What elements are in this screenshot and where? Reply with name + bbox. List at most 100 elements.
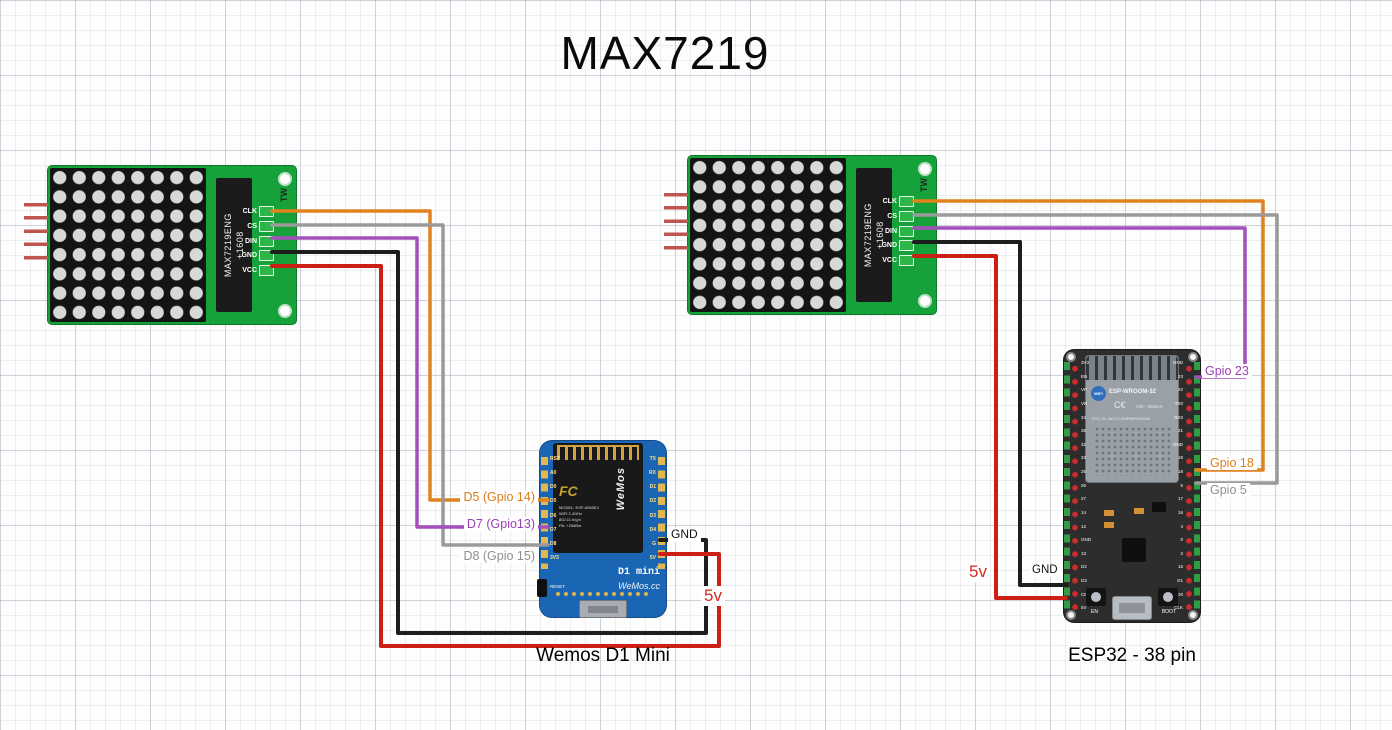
pin-label: 35 <box>1081 428 1087 434</box>
pin-label: VN <box>1081 400 1088 406</box>
module-pin-label: VCC <box>882 255 914 266</box>
wire-label-d5: D5 (Gpio 14) <box>460 490 538 505</box>
pin-label: TX0 <box>1174 400 1183 406</box>
input-header-pins <box>24 203 48 269</box>
mounting-hole <box>278 304 292 318</box>
pin-label: 12 <box>1081 523 1087 529</box>
module-pin-label: GND <box>881 240 914 251</box>
wire-vcc-right <box>912 254 1068 600</box>
pin-label: 23 <box>1177 373 1183 379</box>
mounting-hole <box>1188 352 1198 362</box>
mounting-hole <box>1066 352 1076 362</box>
pin-label: D5 <box>550 498 557 505</box>
wire-din-left <box>270 236 550 529</box>
pin-label: 25 <box>1081 469 1087 474</box>
pin-label: 34 <box>1081 414 1087 420</box>
pin-label: D2 <box>1081 564 1087 570</box>
pin-label: 18 <box>1177 469 1183 474</box>
pin-label: D2 <box>649 498 656 505</box>
capacitor <box>1104 510 1114 516</box>
solder-pads-row <box>554 591 650 597</box>
wire-label-gpio5: Gpio 5 <box>1207 483 1250 498</box>
shield-name-text: ESP-WROOM-32 <box>1109 389 1157 395</box>
pin-label: 21 <box>1177 428 1183 434</box>
usb-uart-chip <box>1122 538 1146 562</box>
capacitor <box>1104 522 1114 528</box>
board-name-text: D1 mini <box>617 567 660 578</box>
pin-label: GND <box>1173 441 1183 447</box>
cert-number: 205 - 866519 <box>1136 404 1163 409</box>
fcc-logo: FC <box>559 483 578 499</box>
wire-label-gnd-wemos: GND <box>668 527 701 542</box>
regulator-chip <box>1152 502 1166 512</box>
wire-gnd-right <box>912 240 1068 587</box>
pin-label: GND <box>1081 537 1091 543</box>
boot-button <box>1158 588 1178 606</box>
pin-label: 19 <box>1177 455 1183 461</box>
pin-label: 26 <box>1081 482 1087 488</box>
led-matrix <box>50 168 206 322</box>
pin-label: 14 <box>1081 509 1087 515</box>
pin-label: CLK <box>1174 605 1183 611</box>
pin-label: D3 <box>1081 578 1087 583</box>
pin-label: D0 <box>1177 591 1183 597</box>
module-pin-label: DIN <box>245 236 274 247</box>
pin-label: 27 <box>1081 496 1087 502</box>
pin-label: EN <box>1081 373 1088 379</box>
micro-usb-connector <box>579 600 627 618</box>
wire-label-d7: D7 (Gpio13) <box>463 517 538 532</box>
esp-wroom-32-shield: WiFi ESP-WROOM-32 C€ 205 - 866519 FCC ID… <box>1085 355 1179 483</box>
led-matrix <box>690 158 846 312</box>
module-pin-label: GND <box>241 250 274 261</box>
wire-label-gnd-esp32: GND <box>1029 564 1061 578</box>
pin-label: D6 <box>550 512 557 519</box>
pin-label: 5V <box>1081 605 1087 611</box>
wire-label-gpio18: Gpio 18 <box>1207 456 1257 471</box>
page-title: MAX7219 <box>560 27 770 79</box>
pin-label: 3V3 <box>550 554 559 561</box>
pin-label: RX <box>649 470 656 477</box>
reset-label: RESET <box>550 584 566 589</box>
wemos-brand-text: WeMos <box>615 467 627 511</box>
pin-label: 3V3 <box>1081 360 1090 365</box>
pin-label: D3 <box>649 512 656 519</box>
antenna-trace <box>557 445 639 460</box>
ce-mark: C€ <box>1114 400 1126 410</box>
pin-label: D7 <box>550 526 557 533</box>
micro-usb-connector <box>1112 596 1152 620</box>
pin-label: G <box>652 540 656 547</box>
pin-label: 4 <box>1180 523 1183 529</box>
pin-label: 33 <box>1081 455 1087 461</box>
module-pin-label: CS <box>887 211 914 222</box>
wemos-caption: Wemos D1 Mini <box>536 645 670 666</box>
pin-label: TX <box>649 456 656 462</box>
pin-labels-left: 3V3ENVPVN343532332526271412GND13D2D3CMD5… <box>1081 360 1091 611</box>
module-pin-label: VCC <box>242 265 274 276</box>
module-brand-mark: TW <box>919 178 929 192</box>
en-button-label: EN <box>1091 609 1098 615</box>
boot-button-label: BOOT <box>1161 609 1176 615</box>
pin-label: D8 <box>550 540 557 547</box>
module-pin-label: CLK <box>243 206 274 217</box>
input-header-pins <box>664 193 688 259</box>
pin-pads-right <box>1194 362 1200 614</box>
pin-label: VP <box>1081 387 1088 393</box>
module-pin-label: DIN <box>885 226 914 237</box>
capacitor <box>1134 508 1144 514</box>
wire-label-5v-wemos: 5v <box>701 586 725 606</box>
mounting-hole <box>918 162 932 176</box>
pin-label: 32 <box>1081 441 1087 447</box>
fcc-id-text: FCC ID: 2AC7Z-ESPWROOM32 <box>1092 416 1151 421</box>
pin-label: 0 <box>1180 537 1183 543</box>
wire-label-gpio23: Gpio 23 <box>1202 364 1252 379</box>
